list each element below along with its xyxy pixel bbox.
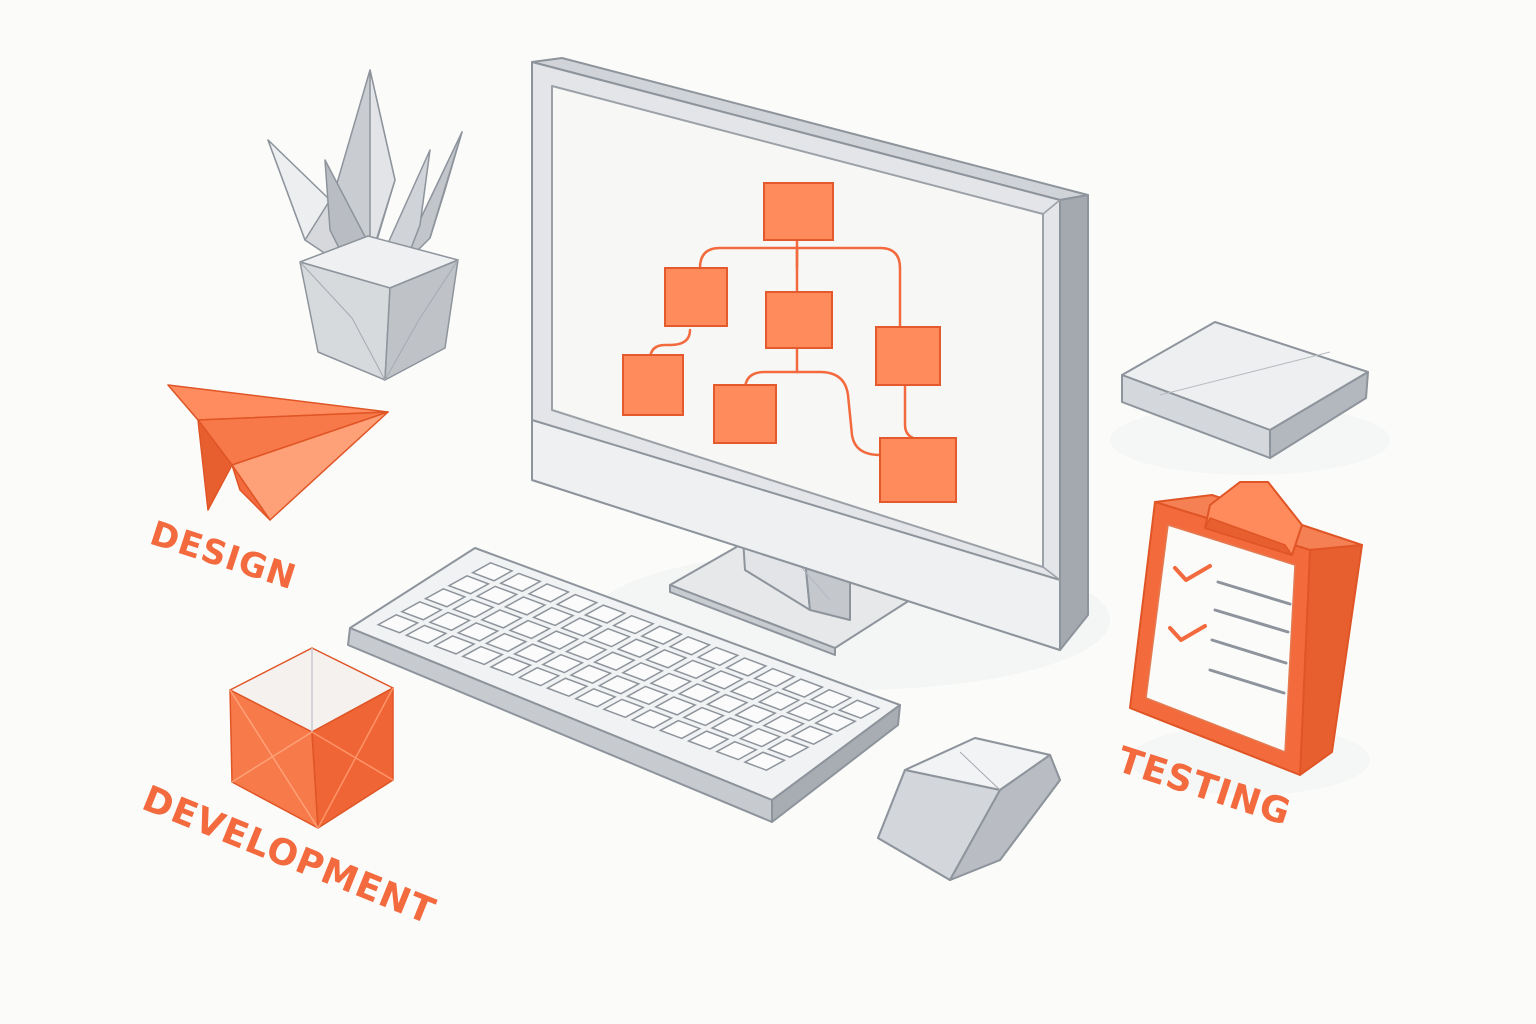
keyboard-key bbox=[545, 677, 589, 697]
keyboard-key bbox=[790, 725, 834, 745]
keyboard-key bbox=[461, 645, 505, 666]
keyboard-key bbox=[432, 635, 476, 655]
keyboard-key bbox=[682, 706, 726, 727]
keyboard-key bbox=[752, 667, 796, 688]
keyboard-key bbox=[564, 640, 608, 661]
keyboard-key bbox=[447, 575, 491, 595]
keyboard-key bbox=[512, 643, 556, 663]
keyboard-key bbox=[762, 714, 806, 735]
keyboard-key bbox=[809, 688, 853, 709]
keyboard-key bbox=[531, 606, 575, 627]
plant-icon bbox=[267, 69, 463, 381]
flowchart-node-center-child bbox=[713, 384, 777, 444]
keyboard-key bbox=[597, 675, 641, 695]
keyboard-key bbox=[710, 717, 754, 737]
monitor-icon bbox=[531, 57, 1089, 656]
keyboard-key bbox=[733, 704, 777, 724]
keyboard-key bbox=[724, 657, 768, 677]
keyboard-key bbox=[677, 683, 721, 703]
checkmark-icon bbox=[1168, 564, 1212, 642]
paper-plane-icon bbox=[167, 384, 389, 521]
flowchart-icon bbox=[622, 182, 957, 503]
flowchart-node-right-child bbox=[879, 437, 957, 503]
keyboard-key bbox=[781, 678, 825, 698]
keyboard-key bbox=[785, 701, 829, 722]
keyboard-keys bbox=[376, 562, 881, 771]
keyboard-key bbox=[592, 651, 636, 671]
keyboard-key bbox=[658, 719, 702, 740]
keyboard-key bbox=[625, 685, 669, 706]
keyboard-key bbox=[649, 672, 693, 693]
keyboard-key bbox=[400, 601, 443, 621]
flowchart-node-root bbox=[763, 182, 834, 241]
mouse-icon bbox=[877, 737, 1061, 881]
keyboard-key bbox=[428, 611, 472, 632]
keyboard-key bbox=[653, 696, 697, 716]
keyboard-key bbox=[686, 730, 730, 750]
design-label: DESIGN bbox=[145, 514, 301, 599]
keyboard-key bbox=[611, 614, 655, 635]
keyboard-key bbox=[837, 699, 881, 719]
keyboard-key bbox=[376, 614, 420, 634]
keyboard-key bbox=[451, 598, 495, 619]
keyboard-key bbox=[527, 583, 571, 603]
keyboard-key bbox=[729, 680, 773, 701]
keyboard-key bbox=[423, 588, 467, 608]
keyboard-key bbox=[738, 727, 782, 748]
keyboard-key bbox=[668, 636, 712, 656]
keyboard-key bbox=[475, 585, 519, 606]
keyboard-key bbox=[541, 653, 585, 674]
keyboard-key bbox=[621, 662, 665, 682]
keyboard-key bbox=[672, 659, 716, 680]
keyboard-key bbox=[743, 751, 787, 771]
keyboard-key bbox=[489, 656, 533, 676]
keyboard-key bbox=[705, 693, 749, 714]
keyboard-key bbox=[814, 712, 857, 732]
keyboard-key bbox=[616, 638, 660, 658]
keyboard-key bbox=[701, 670, 745, 690]
keyboard-key bbox=[536, 630, 580, 650]
keyboard-key bbox=[517, 666, 561, 687]
keyboard-key bbox=[569, 664, 613, 684]
clipboard-icon bbox=[1129, 481, 1363, 776]
keyboard-key bbox=[630, 709, 674, 729]
keyboard-key bbox=[499, 572, 543, 593]
keyboard-key bbox=[560, 617, 604, 637]
keyboard-key bbox=[573, 688, 617, 708]
keyboard-key bbox=[640, 625, 684, 645]
tablet-icon bbox=[1121, 321, 1369, 459]
keyboard-key bbox=[404, 624, 448, 645]
keyboard-key bbox=[644, 649, 688, 669]
keyboard-key bbox=[480, 609, 524, 629]
keyboard-key bbox=[470, 562, 514, 582]
cube-icon bbox=[229, 647, 394, 829]
flowchart-node-left-child bbox=[622, 354, 684, 416]
keyboard-key bbox=[583, 604, 627, 624]
keyboard-key bbox=[696, 646, 740, 667]
keyboard-key bbox=[555, 593, 599, 614]
keyboard-key bbox=[508, 619, 552, 640]
keyboard-key bbox=[456, 622, 500, 642]
keyboard-key bbox=[766, 738, 810, 758]
flowchart-node-left bbox=[664, 267, 728, 327]
flowchart-node-center bbox=[765, 291, 833, 349]
flowchart-node-right bbox=[875, 326, 941, 386]
keyboard-key bbox=[484, 632, 528, 653]
keyboard-key bbox=[503, 596, 547, 616]
keyboard-key bbox=[757, 691, 801, 711]
keyboard-key bbox=[588, 627, 632, 648]
keyboard-key bbox=[602, 698, 646, 719]
keyboard-key bbox=[714, 740, 758, 761]
